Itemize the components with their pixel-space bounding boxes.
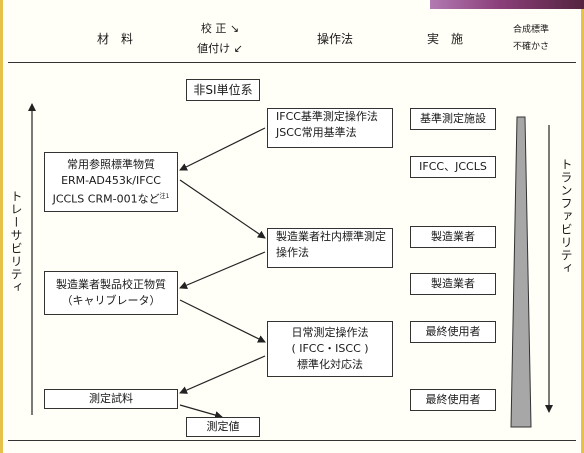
routine-procedure-name: 日常測定操作法 <box>291 326 369 339</box>
footer-divider <box>8 440 576 441</box>
reference-procedure-name: IFCC基準測定操作法 <box>276 110 378 123</box>
calibrator-note: （キャリブレータ） <box>61 294 161 307</box>
reference-material-box: 常用参照標準物質 ERM-AD453k/IFCC JCCLS CRM-001など… <box>44 152 178 212</box>
traceability-label: トレーサビリティ <box>9 190 23 294</box>
header-materials: 材 料 <box>96 32 133 46</box>
reference-procedure-alt: JSCC常用基準法 <box>276 126 357 139</box>
header-calibration: 校 正 ↘ <box>200 22 240 35</box>
implementer-reference-lab: 基準測定施設 <box>410 108 496 130</box>
implementer-manufacturer-1: 製造業者 <box>410 226 496 248</box>
reference-material-code-2-text: JCCLS CRM-001など <box>52 192 160 206</box>
transferability-label: トランファビリティ <box>559 158 573 275</box>
routine-procedure-standard-text: IFCC・ISCC <box>299 342 361 355</box>
implementer-end-user-1: 最終使用者 <box>410 321 496 343</box>
reference-material-name: 常用参照標準物質 <box>67 157 155 171</box>
calibrator-box: 製造業者製品校正物質 （キャリブレータ） <box>44 271 178 315</box>
non-si-units-box: 非SI単位系 <box>186 79 260 101</box>
manufacturer-procedure-name-2: 操作法 <box>276 246 309 259</box>
header-uncertainty-line1: 合成標準 <box>512 25 549 35</box>
implementer-end-user-2: 最終使用者 <box>410 389 496 411</box>
calibrator-name: 製造業者製品校正物質 <box>56 278 166 291</box>
header-implementer: 実 施 <box>426 32 463 46</box>
sample-box: 測定試料 <box>44 389 178 409</box>
manufacturer-procedure-name: 製造業者社内標準測定 <box>276 230 386 243</box>
measured-value-box: 測定値 <box>186 417 260 437</box>
routine-procedure-box: 日常測定操作法 ( IFCC・ISCC ) 標準化対応法 <box>267 321 393 377</box>
header-divider <box>8 62 576 63</box>
header-procedure: 操作法 <box>316 32 353 46</box>
reference-material-code: ERM-AD453k/IFCC <box>61 173 161 187</box>
header-value-assignment: 値付け ↙ <box>197 42 243 55</box>
routine-procedure-method: 標準化対応法 <box>297 358 363 371</box>
decorative-banner <box>430 0 584 9</box>
implementer-ifcc-jccls: IFCC、JCCLS <box>410 156 496 178</box>
footnote-marker: 注1 <box>159 192 170 200</box>
manufacturer-procedure-box: 製造業者社内標準測定 操作法 <box>267 228 393 268</box>
reference-procedure-box: IFCC基準測定操作法 JSCC常用基準法 <box>267 108 393 148</box>
routine-procedure-standard: ( IFCC・ISCC ) <box>291 342 369 355</box>
header-uncertainty-line2: 不確かさ <box>512 42 549 52</box>
reference-material-code-2: JCCLS CRM-001など注1 <box>53 189 170 208</box>
implementer-manufacturer-2: 製造業者 <box>410 273 496 295</box>
